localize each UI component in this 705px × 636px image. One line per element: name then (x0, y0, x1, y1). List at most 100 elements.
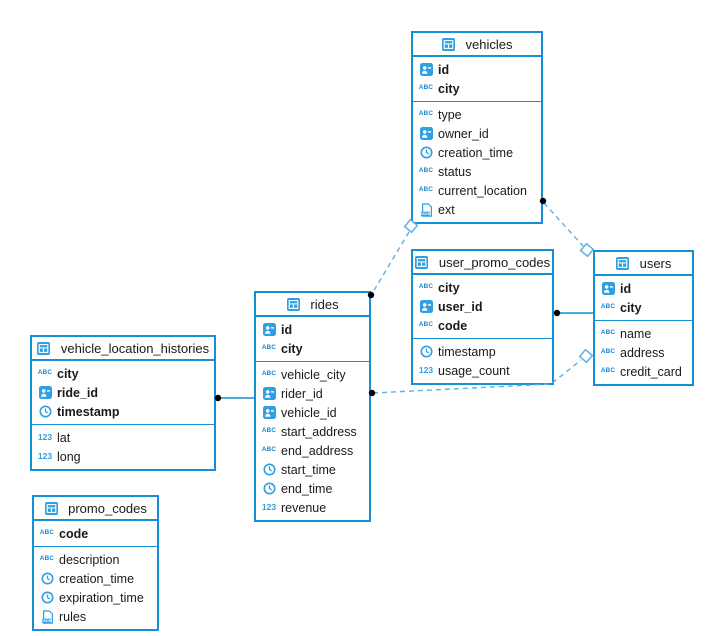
column-row[interactable]: start_time (256, 460, 369, 479)
uuid-icon (262, 323, 276, 337)
column-row[interactable]: creation_time (34, 569, 157, 588)
column-name: rider_id (281, 386, 323, 401)
column-name: start_address (281, 424, 357, 439)
column-name: end_time (281, 481, 333, 496)
abc-icon: ABC (418, 110, 434, 118)
table-header[interactable]: user_promo_codes (413, 251, 552, 275)
column-name: type (438, 107, 462, 122)
clock-icon (262, 463, 276, 477)
rel-rides-vehicles[interactable] (372, 231, 410, 293)
abc-icon: ABC (418, 321, 434, 329)
column-name: timestamp (57, 404, 120, 419)
column-row[interactable]: ABC credit_card (595, 362, 692, 381)
abc-icon: ABC (39, 555, 55, 563)
table-header[interactable]: promo_codes (34, 497, 157, 521)
column-row[interactable]: ABC description (34, 550, 157, 569)
column-row[interactable]: id (413, 60, 541, 79)
abc-icon: ABC (600, 367, 616, 375)
table-title: user_promo_codes (438, 254, 551, 270)
column-name: expiration_time (59, 590, 144, 605)
column-row[interactable]: owner_id (413, 124, 541, 143)
column-row[interactable]: rider_id (256, 384, 369, 403)
abc-icon: ABC (37, 369, 53, 377)
table-title: vehicles (465, 36, 513, 52)
column-name: vehicle_city (281, 367, 346, 382)
column-name: code (59, 526, 89, 541)
column-row[interactable]: ABC type (413, 105, 541, 124)
column-row[interactable]: vehicle_id (256, 403, 369, 422)
column-row[interactable]: id (595, 279, 692, 298)
uuid-icon (38, 386, 52, 400)
relationship-diamond (578, 348, 594, 364)
table-icon (44, 501, 58, 515)
uuid-icon (419, 63, 433, 77)
table-icon (415, 255, 429, 269)
column-row[interactable]: creation_time (413, 143, 541, 162)
table-header[interactable]: vehicles (413, 33, 541, 57)
table-header[interactable]: users (595, 252, 692, 276)
column-name: city (438, 81, 460, 96)
table-header[interactable]: vehicle_location_histories (32, 337, 214, 361)
column-name: owner_id (438, 126, 489, 141)
abc-icon: ABC (261, 344, 277, 352)
column-row[interactable]: expiration_time (34, 588, 157, 607)
column-row[interactable]: ride_id (32, 383, 214, 402)
column-name: address (620, 345, 665, 360)
column-row[interactable]: id (256, 320, 369, 339)
json-icon-label: JSON (420, 212, 430, 216)
relationship-diamond (579, 242, 595, 258)
column-row[interactable]: user_id (413, 297, 552, 316)
clock-icon (419, 146, 433, 160)
column-name: user_id (438, 299, 483, 314)
uuid-icon (419, 300, 433, 314)
column-name: description (59, 552, 120, 567)
abc-icon: ABC (261, 370, 277, 378)
column-row[interactable]: end_time (256, 479, 369, 498)
abc-icon: ABC (261, 446, 277, 454)
table-header[interactable]: rides (256, 293, 369, 317)
column-row[interactable]: timestamp (413, 342, 552, 361)
column-name: creation_time (59, 571, 135, 586)
table-title: rides (310, 296, 339, 312)
column-row[interactable]: timestamp (32, 402, 214, 421)
uuid-icon (262, 387, 276, 401)
column-name: credit_card (620, 364, 682, 379)
column-name: creation_time (438, 145, 514, 160)
column-name: ride_id (57, 385, 98, 400)
column-row[interactable]: ABC vehicle_city (256, 365, 369, 384)
column-name: long (57, 449, 81, 464)
rel-vehicles-users[interactable] (543, 202, 584, 247)
column-name: vehicle_id (281, 405, 337, 420)
